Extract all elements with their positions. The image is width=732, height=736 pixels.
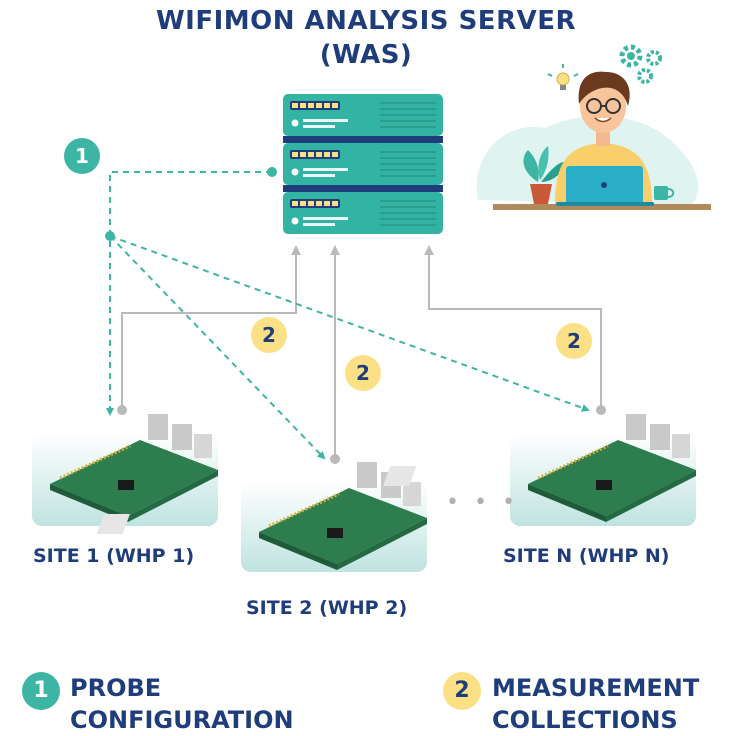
- measurement-step-badge-2: 2: [345, 355, 381, 391]
- measurement-step-badge-1: 2: [251, 317, 287, 353]
- probe-configuration-connectors: [105, 167, 590, 460]
- legend-measurement-label: MEASUREMENT COLLECTIONS: [492, 672, 699, 736]
- probe-step-badge: 1: [64, 138, 100, 174]
- measurement-step-badge-3: 2: [556, 323, 592, 359]
- diagram-title-line2: (WAS): [319, 40, 413, 70]
- site-1-board-icon: [32, 414, 218, 526]
- legend-probe-label: PROBE CONFIGURATION: [70, 672, 294, 736]
- site-n-board-icon: [383, 414, 696, 526]
- site-2-board-icon: [96, 462, 427, 572]
- more-sites-ellipsis: • • •: [446, 490, 519, 515]
- site-1-label: SITE 1 (WHP 1): [33, 545, 195, 567]
- legend-probe-badge: 1: [22, 672, 60, 710]
- analyst-person-icon: [476, 44, 711, 210]
- site-n-label: SITE N (WHP N): [503, 545, 670, 567]
- diagram-title-line1: WIFIMON ANALYSIS SERVER: [155, 6, 576, 36]
- legend-probe-line1: PROBE: [70, 674, 162, 702]
- analysis-server-icon: [283, 94, 443, 234]
- measurement-connectors: [117, 245, 606, 464]
- site-2-label: SITE 2 (WHP 2): [246, 597, 408, 619]
- legend-measurement-line2: COLLECTIONS: [492, 706, 678, 734]
- legend-measurement-badge: 2: [443, 672, 481, 710]
- legend-probe-line2: CONFIGURATION: [70, 706, 294, 734]
- legend-measurement-line1: MEASUREMENT: [492, 674, 700, 702]
